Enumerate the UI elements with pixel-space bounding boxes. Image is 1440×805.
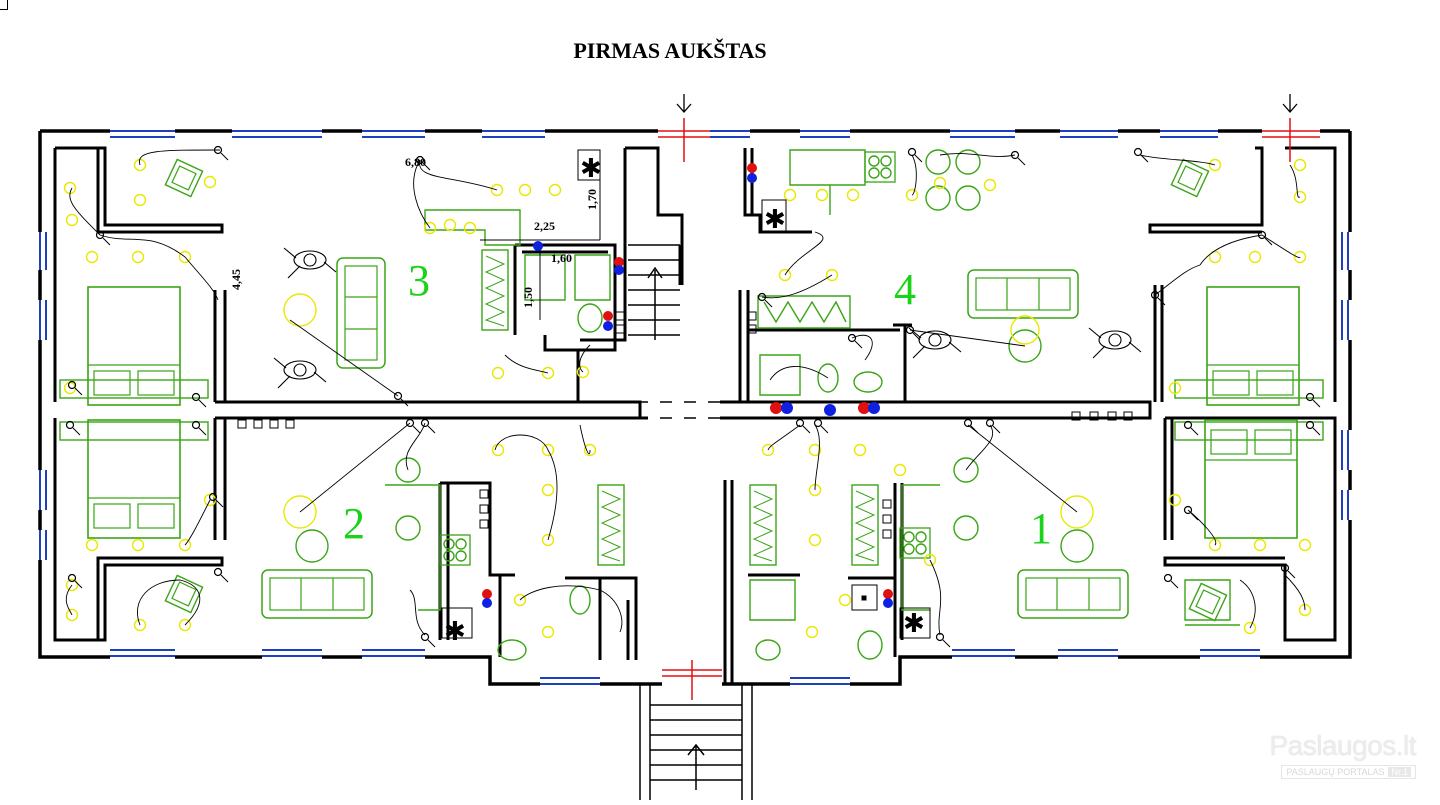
watermark-brand: Paslaugos.lt (1269, 730, 1416, 761)
svg-text:✱: ✱ (903, 609, 925, 639)
dimension-6-80: 6,80 (405, 155, 426, 169)
ventilation-stars: ✱ ✱ ✱ ✱ (444, 154, 925, 647)
apartment-number-2: 2 (343, 499, 365, 548)
switches (65, 145, 1321, 648)
corner-mark (0, 0, 8, 10)
svg-text:✱: ✱ (580, 154, 602, 184)
exterior-walls (38, 129, 1352, 686)
apartment-numbers: 3 4 2 1 (343, 256, 1052, 553)
dimension-lines (480, 160, 601, 320)
entry-arrows (676, 94, 1298, 113)
entrance-markers (658, 118, 1320, 700)
interior-walls (53, 146, 1337, 684)
dimension-2-25: 2,25 (534, 219, 555, 233)
electric-panel (441, 149, 931, 639)
apartment-number-1: 1 (1030, 504, 1052, 553)
furniture (59, 149, 1324, 661)
svg-text:✱: ✱ (444, 617, 466, 647)
light-fixtures (63, 158, 1312, 639)
dimension-labels: 6,80 1,70 2,25 1,60 1,50 4,45 (229, 155, 599, 308)
watermark-tagline-text: PASLAUGŲ PORTALAS (1286, 767, 1385, 777)
water-points (482, 163, 893, 608)
svg-text:✱: ✱ (764, 205, 786, 235)
plan-title: PIRMAS AUKŠTAS (573, 38, 767, 63)
apartment-number-3: 3 (408, 256, 430, 305)
central-passage (628, 244, 753, 800)
dimension-1-60: 1,60 (551, 251, 572, 265)
vent-grilles (237, 311, 1133, 539)
dimension-1-70: 1,70 (585, 189, 599, 210)
watermark-badge: Nr.1 (1388, 767, 1411, 777)
dimension-1-50: 1,50 (521, 287, 535, 308)
wiring (65, 149, 1306, 636)
dimension-4-45: 4,45 (229, 269, 243, 290)
windows (39, 130, 1349, 685)
apartment-number-4: 4 (894, 265, 916, 314)
